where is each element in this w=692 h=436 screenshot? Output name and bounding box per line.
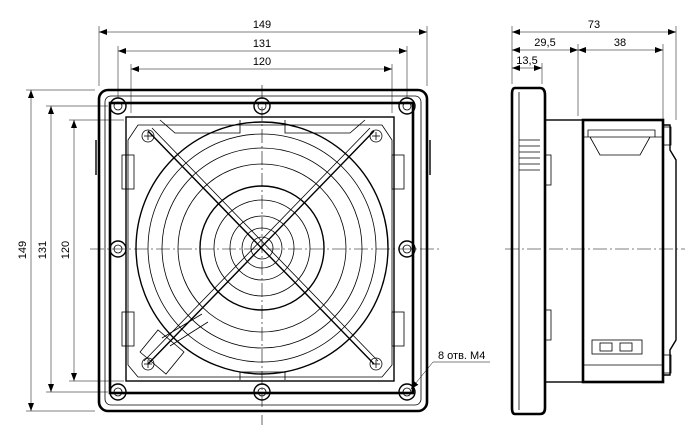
dim-width-overall: 149 bbox=[253, 19, 271, 31]
front-view bbox=[90, 85, 440, 425]
dim-flange: 13,5 bbox=[516, 55, 537, 67]
front-horizontal-dims bbox=[98, 26, 428, 113]
front-vertical-dims bbox=[26, 89, 124, 412]
front-housing-outline bbox=[97, 88, 429, 413]
dim-width-middle: 131 bbox=[253, 38, 271, 50]
dim-height-middle: 131 bbox=[37, 241, 49, 259]
dim-depth-front: 29,5 bbox=[534, 37, 555, 49]
dim-height-inner: 120 bbox=[60, 241, 72, 259]
dim-depth-overall: 73 bbox=[588, 19, 600, 31]
side-grille-cover bbox=[510, 86, 547, 416]
side-view bbox=[505, 86, 685, 416]
dim-depth-rear: 38 bbox=[614, 37, 626, 49]
side-fan-body bbox=[581, 118, 665, 384]
dim-height-overall: 149 bbox=[17, 241, 29, 259]
dim-width-inner: 120 bbox=[253, 56, 271, 68]
side-dims bbox=[511, 26, 677, 120]
hole-callout bbox=[410, 361, 490, 390]
hole-note-label: 8 отв. M4 bbox=[438, 350, 485, 362]
